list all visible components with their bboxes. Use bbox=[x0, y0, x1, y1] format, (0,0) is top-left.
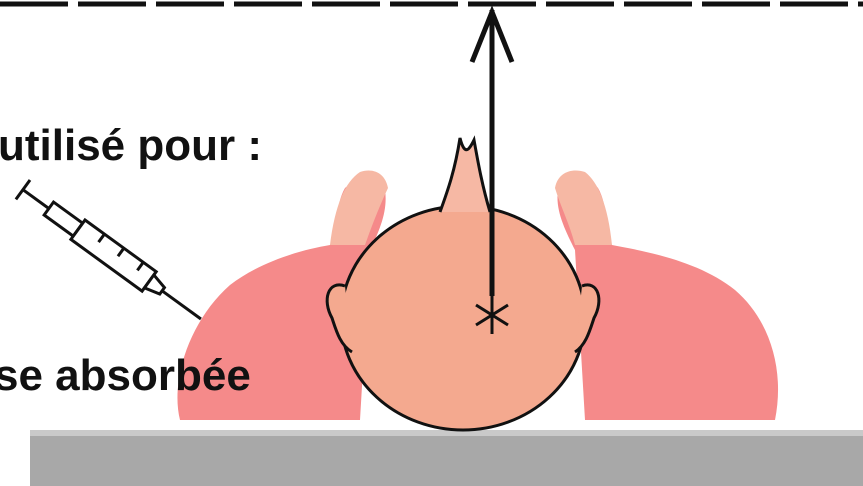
label-dose-absorbee: se absorbée bbox=[0, 354, 251, 398]
label-utilise-pour: utilisé pour : bbox=[0, 124, 262, 168]
patient-shoulder-right-top bbox=[555, 171, 612, 245]
hair-tuft bbox=[440, 138, 490, 212]
exam-table-edge bbox=[30, 430, 863, 436]
syringe-icon bbox=[16, 180, 208, 329]
exam-table bbox=[30, 432, 863, 486]
